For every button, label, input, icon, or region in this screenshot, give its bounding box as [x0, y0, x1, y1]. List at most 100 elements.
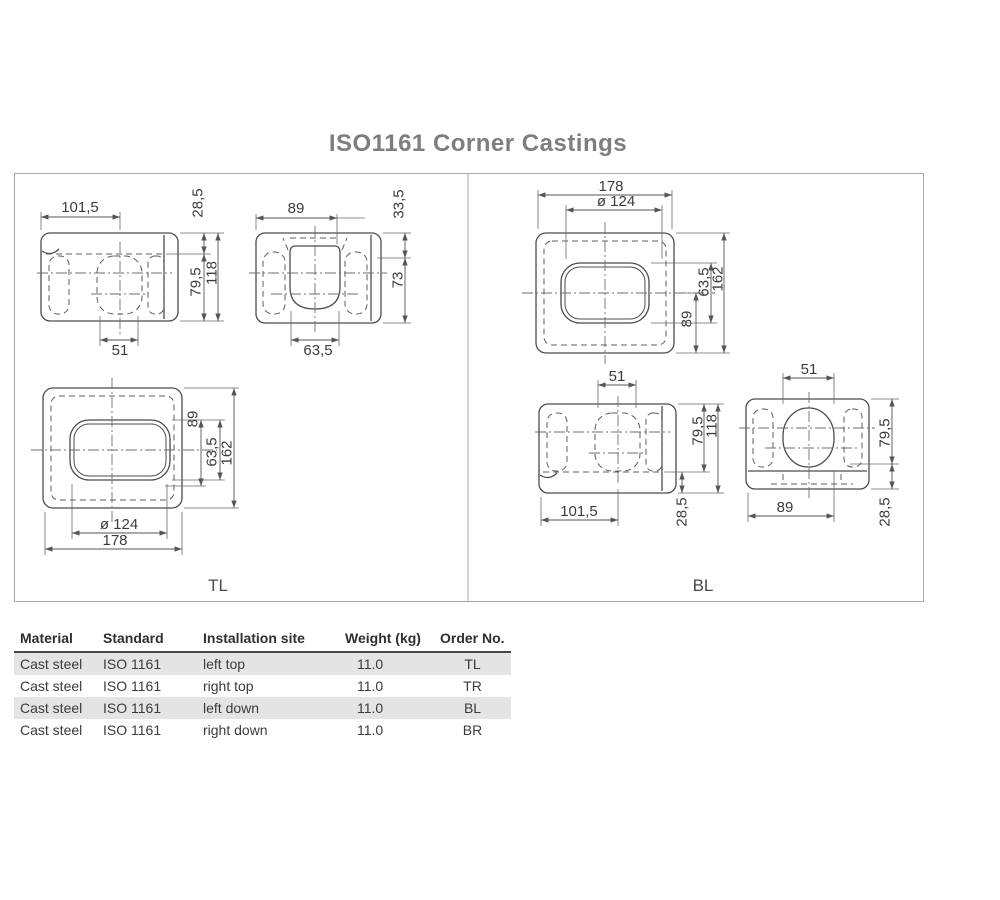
col-header-standard: Standard — [97, 627, 197, 653]
outline-details — [41, 235, 165, 319]
dim-label: 89 — [185, 411, 202, 428]
col-header-material: Material — [14, 627, 97, 653]
cell-installation-site: left top — [203, 656, 246, 672]
centerlines — [249, 226, 387, 332]
hidden-contour — [50, 395, 175, 501]
dim-label: 63,5 — [303, 342, 332, 359]
bl-side-view-drawing: 51 79,5 118 28,5 101,5 — [535, 368, 724, 527]
hidden-pocket — [752, 408, 774, 468]
parts-table-wrap: Material Standard Installation site Weig… — [14, 627, 511, 741]
cell-order-no: TL — [464, 656, 481, 672]
cell-weight: 11.0 — [357, 678, 384, 694]
technical-drawing-svg: 101,5 28,5 79,5 118 51 89 33,5 73 63,5 — [31, 174, 899, 601]
dim-label: ø 124 — [100, 516, 138, 533]
outline — [255, 232, 382, 324]
dim-label: 51 — [112, 342, 129, 359]
outline — [40, 232, 179, 322]
extension-lines — [44, 387, 239, 555]
centerlines — [37, 242, 172, 334]
cell-order-no: BR — [462, 722, 483, 738]
dim-label: 89 — [288, 200, 305, 217]
page-title: ISO1161 Corner Castings — [328, 130, 628, 157]
hidden-pocket — [262, 251, 286, 315]
cell-weight: 11.0 — [357, 722, 384, 738]
dim-label: 178 — [598, 178, 623, 195]
dim-label: 162 — [219, 440, 236, 465]
hidden-pocket — [147, 255, 165, 315]
dim-label: 101,5 — [560, 503, 598, 520]
dim-label: ø 124 — [597, 193, 635, 210]
centerlines — [739, 392, 875, 499]
hidden-pocket — [645, 412, 663, 472]
outline — [42, 387, 183, 509]
dim-label: 63,5 — [204, 437, 221, 466]
hidden-pocket — [546, 412, 568, 472]
cell-standard: ISO 1161 — [103, 678, 162, 694]
dim-label: 51 — [609, 368, 626, 385]
dim-label: 51 — [801, 361, 818, 378]
dim-label: 89 — [679, 311, 696, 328]
hidden-hole — [96, 255, 143, 315]
table-row: Cast steel ISO 1161 right top 11.0 TR — [14, 675, 511, 697]
cell-order-no: BL — [463, 700, 482, 716]
aperture — [782, 407, 835, 468]
centerlines — [535, 396, 670, 486]
drawing-sheet: 101,5 28,5 79,5 118 51 89 33,5 73 63,5 — [14, 173, 924, 602]
dim-label: 118 — [204, 261, 221, 285]
cell-installation-site: right top — [203, 678, 254, 694]
col-header-weight: Weight (kg) — [337, 627, 434, 653]
dim-label: 79,5 — [188, 267, 205, 296]
dim-label: 33,5 — [391, 189, 408, 218]
cell-installation-site: left down — [203, 700, 260, 716]
dim-label: 79,5 — [690, 416, 707, 445]
hidden-pocket — [344, 251, 368, 315]
hidden-pocket — [843, 408, 863, 468]
outline — [538, 403, 677, 494]
table-row: Cast steel ISO 1161 right down 11.0 BR — [14, 719, 511, 741]
dim-label: 162 — [710, 266, 727, 291]
dim-label: 79,5 — [877, 418, 894, 447]
extension-lines — [255, 214, 411, 346]
bl-face-view-drawing: 178 ø 124 63,5 162 89 — [522, 178, 730, 364]
hidden-pocket — [48, 255, 70, 315]
hidden-line — [771, 474, 853, 485]
outline-details — [539, 406, 663, 491]
extension-lines — [537, 190, 730, 354]
centerlines — [31, 378, 217, 522]
extension-lines — [540, 380, 724, 526]
cell-material: Cast steel — [20, 700, 83, 716]
table-row: Cast steel ISO 1161 left down 11.0 BL — [14, 697, 511, 719]
cell-material: Cast steel — [20, 722, 83, 738]
outline — [745, 398, 870, 490]
tl-face-view-drawing: 89 63,5 162 ø 124 178 — [31, 378, 239, 555]
dim-label: 28,5 — [190, 188, 207, 217]
hidden-hole — [594, 412, 641, 472]
dim-label: 178 — [102, 532, 127, 549]
table-row: Cast steel ISO 1161 left top 11.0 TL — [14, 652, 511, 675]
dim-label: 63,5 — [696, 267, 713, 296]
table-header-row: Material Standard Installation site Weig… — [14, 627, 511, 653]
dim-label: 89 — [777, 499, 794, 516]
cell-standard: ISO 1161 — [103, 700, 162, 716]
dim-label: 28,5 — [877, 497, 894, 526]
col-header-installation-site: Installation site — [197, 627, 337, 653]
cell-standard: ISO 1161 — [103, 722, 162, 738]
aperture — [289, 235, 372, 321]
dim-label: 101,5 — [61, 199, 99, 216]
tl-side-view-drawing: 101,5 28,5 79,5 118 51 — [37, 188, 224, 359]
cell-installation-site: right down — [203, 722, 268, 738]
tl-end-view-drawing: 89 33,5 73 63,5 — [249, 189, 411, 359]
col-header-order-no: Order No. — [434, 627, 511, 653]
cell-standard: ISO 1161 — [103, 656, 162, 672]
dim-label: 118 — [704, 414, 721, 438]
cell-material: Cast steel — [20, 678, 83, 694]
cell-weight: 11.0 — [357, 656, 384, 672]
tl-panel-label: TL — [208, 576, 228, 595]
bl-panel-label: BL — [693, 576, 714, 595]
bl-end-view-drawing: 51 79,5 28,5 89 — [739, 361, 899, 527]
parts-table: Material Standard Installation site Weig… — [14, 627, 511, 741]
hidden-line — [282, 237, 348, 251]
cell-weight: 11.0 — [357, 700, 384, 716]
dim-label: 73 — [390, 272, 407, 289]
